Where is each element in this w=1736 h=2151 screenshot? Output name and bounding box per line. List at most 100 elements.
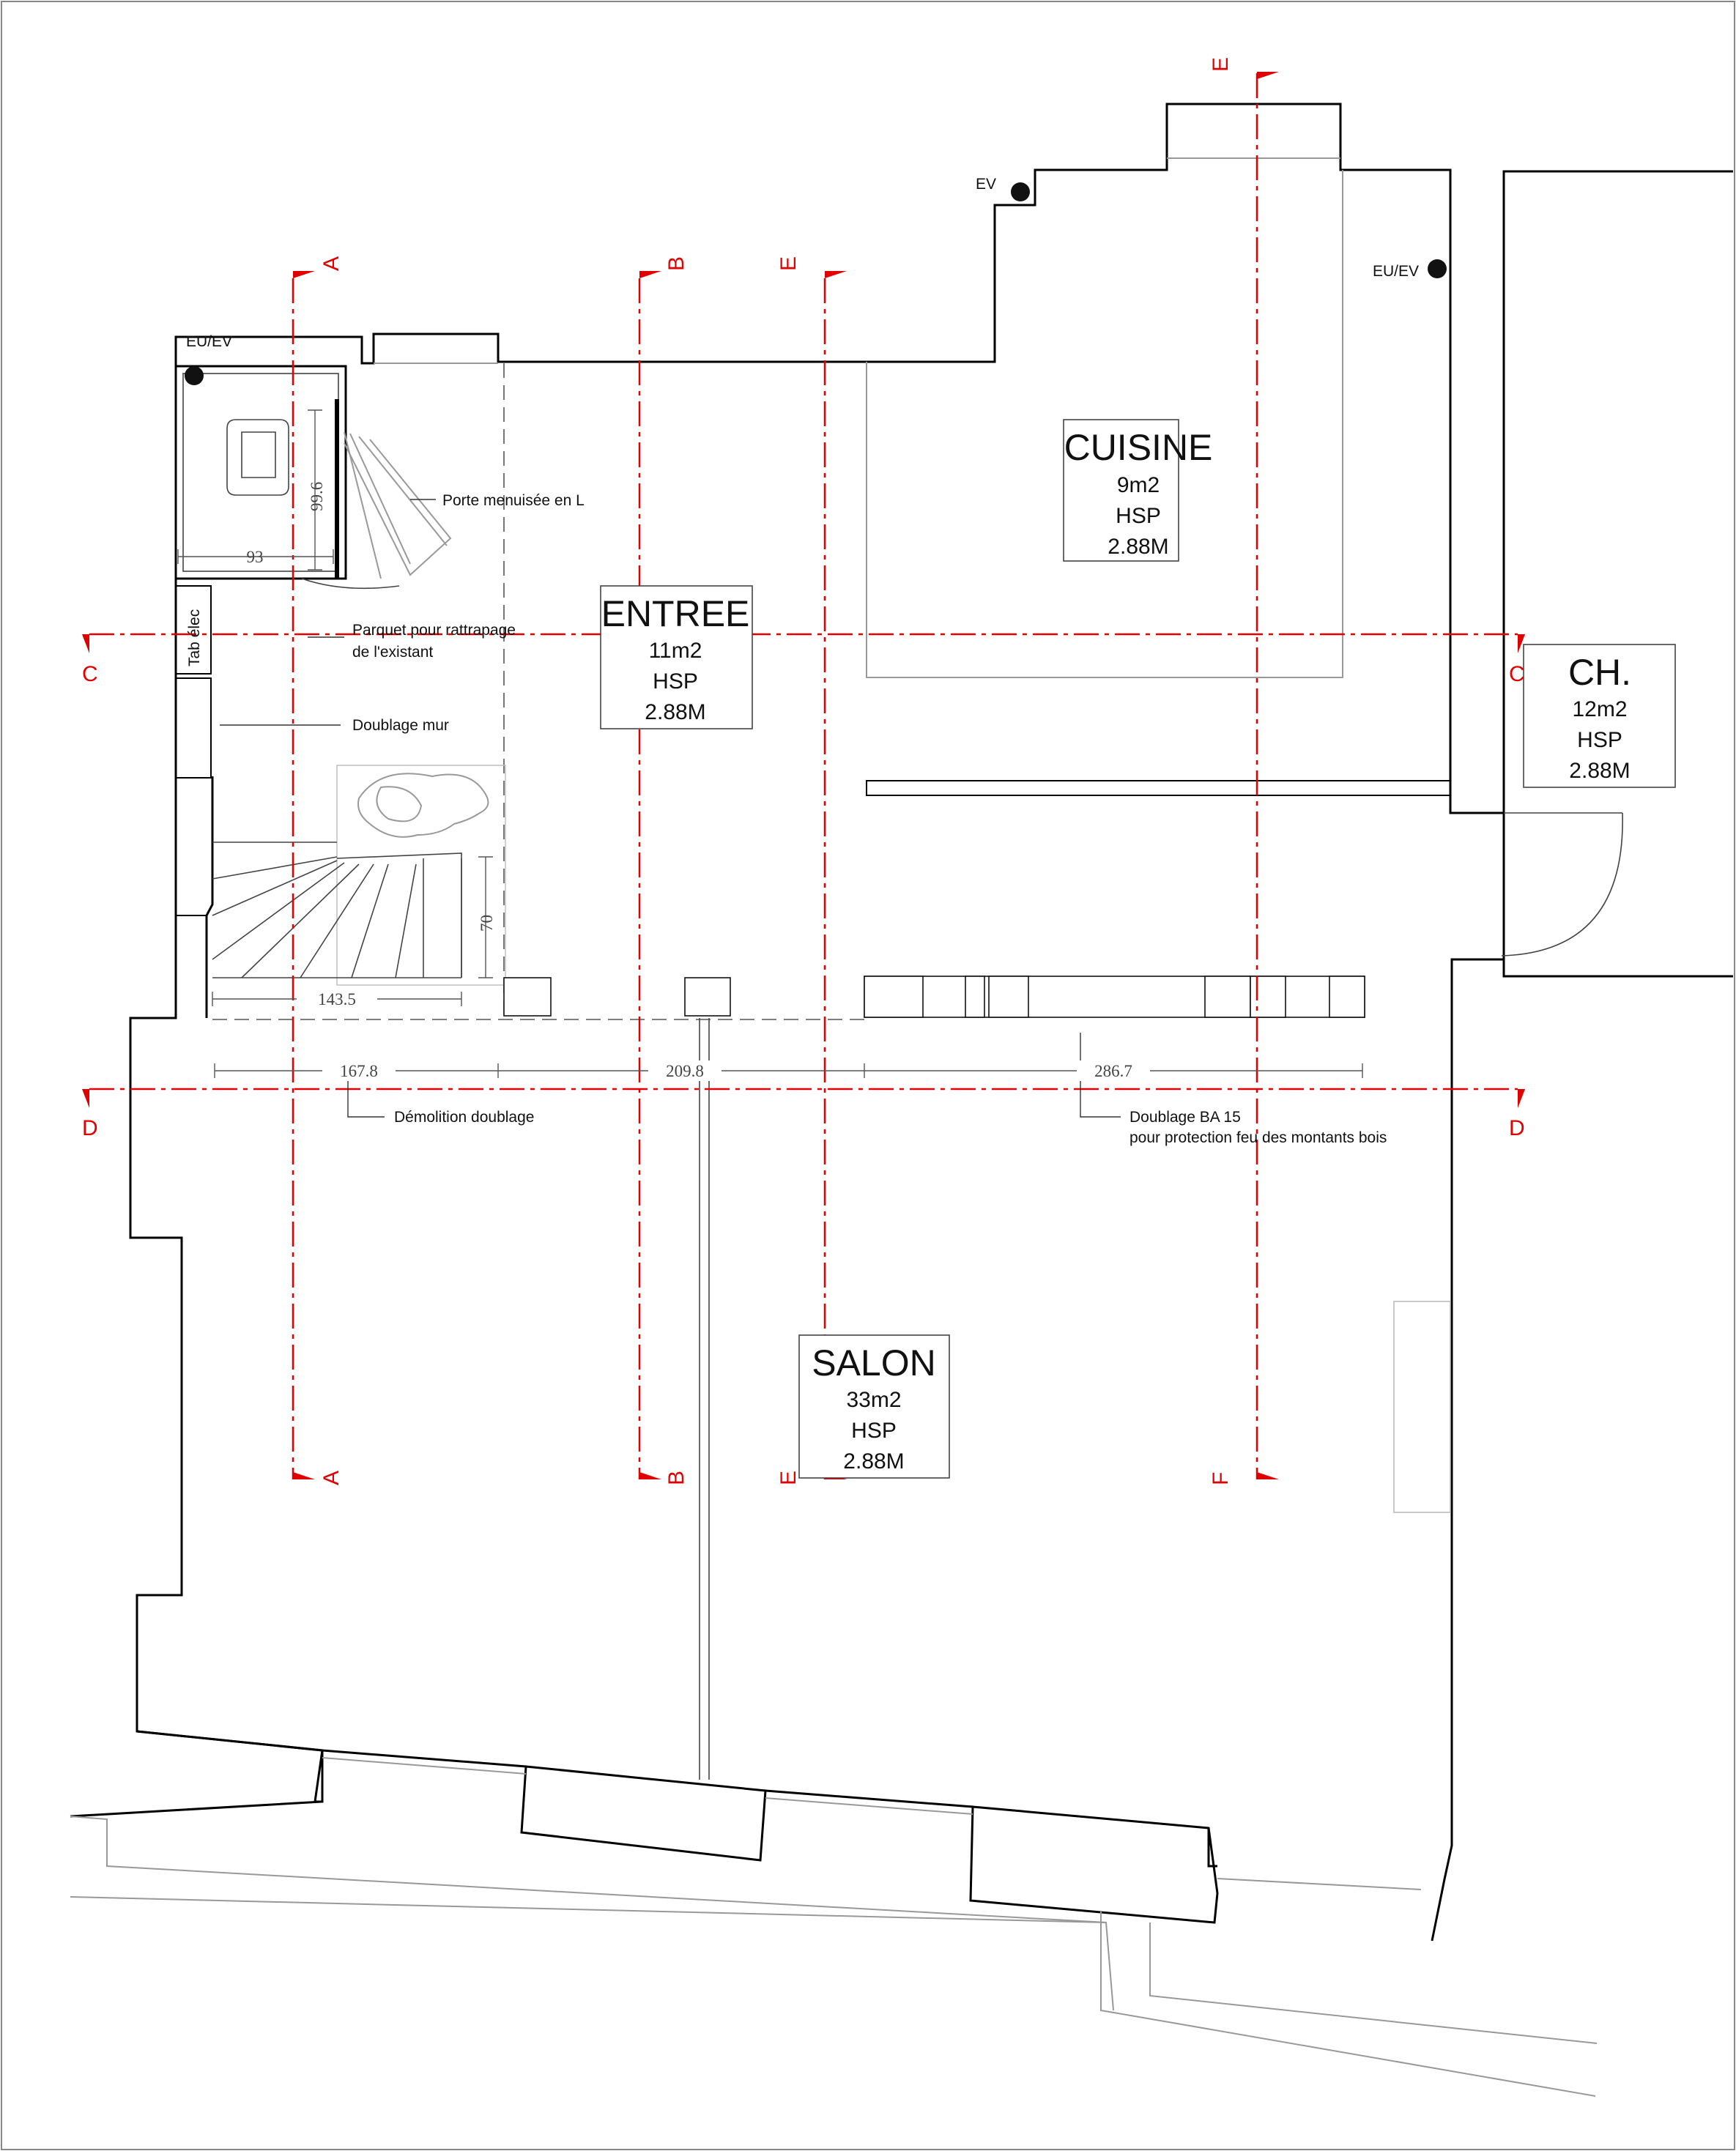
dim-167-8-bg [322,1060,396,1081]
section-label-e2-top: E [1209,57,1233,72]
section-label-b-top: B [664,256,689,271]
wc-fixture [226,419,289,496]
salon-niche [1393,1301,1451,1513]
chambre-hsp: HSP [1577,728,1622,752]
tab-elec-label: Tab élec [186,609,203,666]
stair-treads [212,842,462,978]
beam-box-5 [1250,976,1286,1018]
section-label-a-top: A [319,256,344,271]
dim-209-8: 209.8 [666,1062,704,1080]
facade-right [1207,1828,1217,1868]
wall-segment [175,677,212,779]
salon-height: 2.88M [843,1449,904,1474]
entree-height: 2.88M [645,700,705,724]
post-1 [503,977,552,1017]
eu-ev-right-label: EU/EV [1373,263,1419,280]
note-parquet-2: de l'existant [352,644,433,661]
note-doublage-mur: Doublage mur [352,717,449,734]
eu-ev-drain-right-icon [1428,259,1447,278]
left-wall [70,366,324,1818]
chambre-name: CH. [1568,652,1631,693]
chambre-door-swing [1501,812,1623,956]
chambre-height: 2.88M [1569,759,1630,783]
door-leaf-3 [358,436,448,546]
entree-name: ENTREE [601,593,750,634]
post-2 [684,977,731,1017]
chambre-area: 12m2 [1572,697,1627,721]
door-swing [301,578,400,590]
section-label-b-bottom: B [664,1471,689,1485]
sofa-sketch-icon [357,773,489,838]
cuisine-height: 2.88M [1108,535,1168,559]
section-label-c-right: C [1509,662,1525,686]
window-1 [314,1750,324,1803]
section-label-e1-top: E [776,256,801,271]
window-3 [969,1805,1219,1924]
entree-area: 11m2 [649,639,702,663]
section-label-c-left: C [82,662,98,686]
section-label-d-right: D [1509,1116,1525,1140]
beam-box-4 [1204,976,1251,1018]
section-arrows [82,72,1525,1479]
beam-partition [864,976,1365,1018]
chambre-bottom-wall [1502,959,1733,978]
facade-thin [322,1757,1422,1890]
dim-99-6-line [308,409,322,571]
beam-box-6 [1329,976,1365,1018]
room-label-salon: SALON 33m2 HSP 2.88M [798,1334,950,1479]
dim-70-line [478,856,493,978]
eu-ev-drain-top-icon [185,366,204,385]
dim-93-line [177,549,334,564]
note-doublage-ba-1: Doublage BA 15 [1129,1109,1241,1126]
note-porte: Porte menuisée en L [442,492,585,509]
salon-name: SALON [812,1342,936,1383]
cuisine-hsp: HSP [1116,504,1161,528]
room-label-entree: ENTREE 11m2 HSP 2.88M [600,585,753,729]
section-label-e1-bottom: E [776,1471,801,1485]
beam-box-1 [864,976,924,1018]
bathroom-box [174,365,347,580]
room-label-chambre: CH. 12m2 HSP 2.88M [1523,644,1676,788]
note-doublage-ba-2: pour protection feu des montants bois [1129,1129,1387,1146]
facade-offset [70,1816,1114,2011]
dim-167-8: 167.8 [340,1062,378,1080]
window-2 [520,1765,767,1862]
dim-99-6: 99.6 [308,482,326,511]
kitchen-partition [866,780,1451,796]
room-label-cuisine: CUISINE 9m2 HSP 2.88M [1063,419,1212,562]
salon-area: 33m2 [846,1388,901,1412]
stair-landing [336,765,506,986]
leader-demolition [347,1069,385,1118]
kitchen-counter [866,170,1343,678]
facade-inner [136,1730,973,1808]
outer-wall [174,103,1505,1942]
chambre-wall [1502,170,1733,813]
tab-elec-box [175,585,212,675]
door-leaf-4 [344,439,452,576]
note-demolition: Démolition doublage [394,1109,534,1126]
salon-hsp: HSP [851,1419,897,1443]
dim-143-5-bg [297,989,377,1009]
dim-209-8-bg [648,1060,722,1081]
dim-chain-line [214,1063,1363,1078]
eu-ev-top-label: EU/EV [186,333,232,350]
section-label-d-left: D [82,1116,98,1140]
beam-box-3 [988,976,1029,1018]
stair-wall [205,776,214,1018]
cuisine-area: 9m2 [1117,473,1160,497]
dim-93: 93 [247,548,264,566]
ev-label: EV [976,176,996,193]
door-leaf-2 [349,433,411,565]
beam-box-2 [965,976,985,1018]
wc-bowl [241,431,276,478]
dim-70: 70 [478,915,496,932]
pavement-edge [70,1896,1598,2097]
entree-hsp: HSP [653,669,698,694]
section-label-a-bottom: A [319,1471,344,1485]
ev-drain-icon [1011,182,1030,201]
dim-286-7-bg [1077,1060,1150,1081]
dim-143-5: 143.5 [318,990,356,1008]
section-label-f-bottom: F [1209,1472,1233,1485]
